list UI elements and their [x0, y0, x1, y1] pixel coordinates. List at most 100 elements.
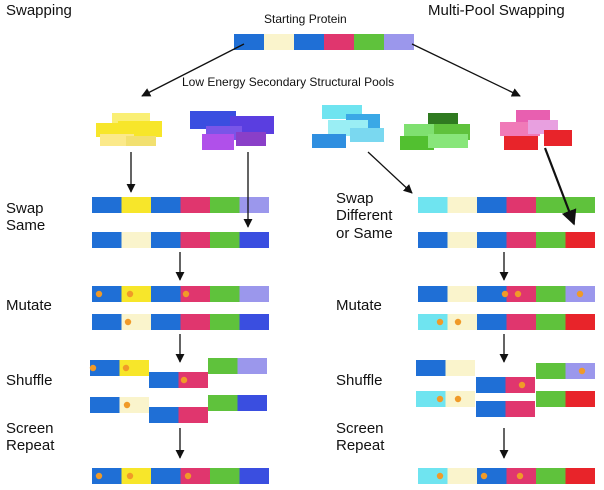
right-swap-row2-segment — [566, 232, 596, 248]
left-swap-row2-segment — [151, 232, 181, 248]
right-shuffle-c-segment — [536, 363, 566, 379]
starting-protein-segment — [294, 34, 324, 50]
yellow-pool-piece — [126, 136, 156, 146]
mutation-dot — [127, 291, 133, 297]
right-shuffle-label: Shuffle — [336, 372, 382, 389]
left-shuffle-e-segment — [179, 407, 209, 423]
mutation-dot — [437, 396, 443, 402]
mutation-dot — [502, 291, 508, 297]
green-pool-piece — [428, 134, 468, 148]
left-swap-row1-segment — [240, 197, 270, 213]
right-mutate-row1-segment — [536, 286, 566, 302]
left-mutate-row2-segment — [92, 314, 122, 330]
left-shuffle-b-segment — [149, 372, 179, 388]
mutation-dot — [123, 365, 129, 371]
arrow-to-right-panel — [412, 44, 520, 96]
left-mutate-row2-segment — [181, 314, 211, 330]
right-shuffle-b-segment — [476, 377, 506, 393]
right-swap-row2-segment — [507, 232, 537, 248]
left-shuffle-label: Shuffle — [6, 372, 52, 389]
right-swap-row2-segment — [448, 232, 478, 248]
left-swap-row1-segment — [122, 197, 152, 213]
right-shuffle-f-segment — [536, 391, 566, 407]
mutation-dot — [183, 291, 189, 297]
right-shuffle-e-segment — [476, 401, 506, 417]
royal-pool-piece — [202, 134, 234, 150]
mutation-dot — [437, 473, 443, 479]
mutation-dot — [125, 319, 131, 325]
left-mutate-row2-segment — [151, 314, 181, 330]
left-shuffle-c-segment — [238, 358, 268, 374]
left-shuffle-c-segment — [208, 358, 238, 374]
left-swap-label: Swap Same — [6, 200, 45, 235]
right-mutate-row2-segment — [448, 314, 478, 330]
mutation-dot — [181, 377, 187, 383]
pink-pool-piece — [544, 130, 572, 146]
right-swap-row2-segment — [536, 232, 566, 248]
right-mutate-row1-segment — [448, 286, 478, 302]
left-swap-row2-segment — [240, 232, 270, 248]
left-screen-label: Screen Repeat — [6, 420, 54, 455]
left-mutate-row1-segment — [151, 286, 181, 302]
left-shuffle-f-segment — [238, 395, 268, 411]
mutation-dot — [96, 291, 102, 297]
right-mutate-row2-segment — [477, 314, 507, 330]
left-mutate-row1-segment — [122, 286, 152, 302]
mutation-dot — [579, 368, 585, 374]
mutation-dot — [577, 291, 583, 297]
right-swap-row2-segment — [418, 232, 448, 248]
right-screen-label: Screen Repeat — [336, 420, 384, 455]
left-final-row-segment — [151, 468, 181, 484]
mutation-dot — [96, 473, 102, 479]
left-mutate-row1-segment — [240, 286, 270, 302]
pink-pool-piece — [504, 136, 538, 150]
right-final-row-segment — [566, 468, 596, 484]
left-swap-row2-segment — [181, 232, 211, 248]
left-swap-row1-segment — [151, 197, 181, 213]
left-final-row-segment — [122, 468, 152, 484]
starting-protein-segment — [234, 34, 264, 50]
right-swap-row1-segment — [448, 197, 478, 213]
right-mutate-row1-segment — [507, 286, 537, 302]
mutation-dot — [124, 402, 130, 408]
right-swap-row1-segment — [507, 197, 537, 213]
right-mutate-row1-segment — [418, 286, 448, 302]
right-swap-label: Swap Different or Same — [336, 190, 393, 242]
right-swap-row2-segment — [477, 232, 507, 248]
mutation-dot — [127, 473, 133, 479]
left-swap-row1-segment — [210, 197, 240, 213]
mutation-dot — [185, 473, 191, 479]
cyan-pool-piece — [350, 128, 384, 142]
starting-protein-segment — [354, 34, 384, 50]
left-shuffle-e-segment — [149, 407, 179, 423]
right-shuffle-a-segment — [446, 360, 476, 376]
right-shuffle-e-segment — [506, 401, 536, 417]
left-swap-row1-segment — [92, 197, 122, 213]
right-mutate-label: Mutate — [336, 297, 382, 314]
right-shuffle-f-segment — [566, 391, 596, 407]
right-shuffle-a-segment — [416, 360, 446, 376]
starting-protein-label: Starting Protein — [264, 13, 347, 27]
mutation-dot — [455, 396, 461, 402]
left-shuffle-d-segment — [90, 397, 120, 413]
mutation-dot — [519, 382, 525, 388]
starting-protein-segment — [384, 34, 414, 50]
mutation-dot — [90, 365, 96, 371]
right-mutate-row2-segment — [536, 314, 566, 330]
right-swap-row1-segment — [536, 197, 566, 213]
mutation-dot — [437, 319, 443, 325]
right-mutate-row2-segment — [507, 314, 537, 330]
mutation-dot — [517, 473, 523, 479]
right-mutate-row2-segment — [566, 314, 596, 330]
mutation-dot — [455, 319, 461, 325]
arrow-cyan-pool-diag — [368, 152, 412, 193]
starting-protein-segment — [264, 34, 294, 50]
left-mutate-row2-segment — [210, 314, 240, 330]
left-final-row-segment — [240, 468, 270, 484]
right-swap-row1-segment — [418, 197, 448, 213]
left-swap-row2-segment — [210, 232, 240, 248]
right-swap-row1-segment — [477, 197, 507, 213]
right-final-row-segment — [536, 468, 566, 484]
